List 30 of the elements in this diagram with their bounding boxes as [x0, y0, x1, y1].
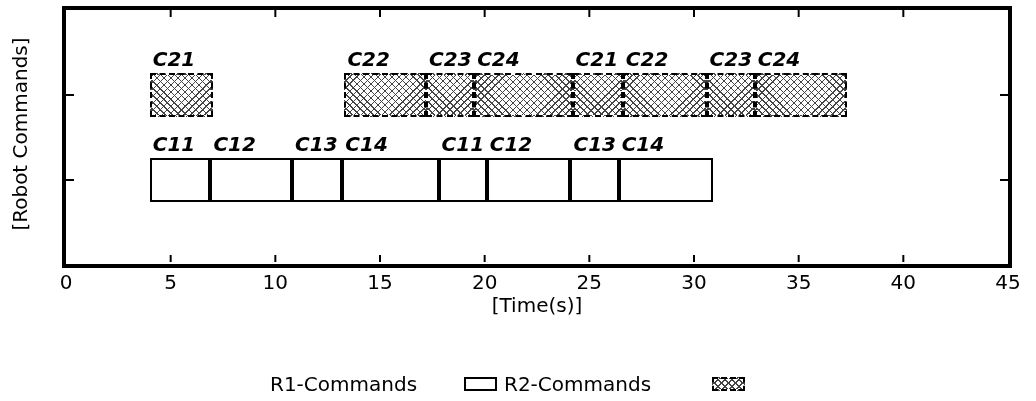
tick-label: 5 — [163, 270, 178, 294]
tick-label: 10 — [261, 270, 290, 294]
command-label: C14 — [345, 132, 388, 156]
tick-label: 20 — [470, 270, 499, 294]
command-label: C22 — [625, 47, 669, 71]
command-label: C12 — [489, 132, 533, 156]
command-label: C21 — [575, 47, 619, 71]
axis-title: [Robot Commands] — [8, 36, 32, 233]
tick-label: 15 — [366, 270, 394, 294]
command-label: C11 — [152, 132, 196, 156]
command-label: C22 — [347, 47, 390, 71]
legend-label: R2-Commands — [504, 372, 652, 396]
command-label: C14 — [621, 132, 665, 156]
tick-label: 25 — [575, 270, 604, 294]
tick-label: 40 — [889, 270, 918, 294]
command-label: C24 — [757, 47, 801, 71]
command-label: C11 — [441, 132, 485, 156]
tick-label: 45 — [994, 270, 1022, 294]
tick-label: 35 — [784, 270, 813, 294]
command-label: C13 — [295, 132, 338, 156]
axis-title: [Time(s)] — [490, 293, 584, 317]
legend-label: R1-Commands — [270, 372, 418, 396]
tick-label: 0 — [58, 270, 74, 294]
command-label: C23 — [429, 47, 472, 71]
command-label: C24 — [477, 47, 520, 71]
command-label: C23 — [709, 47, 753, 71]
command-label: C21 — [152, 47, 196, 71]
command-label: C12 — [213, 132, 256, 156]
tick-label: 30 — [680, 270, 708, 294]
command-label: C13 — [573, 132, 616, 156]
